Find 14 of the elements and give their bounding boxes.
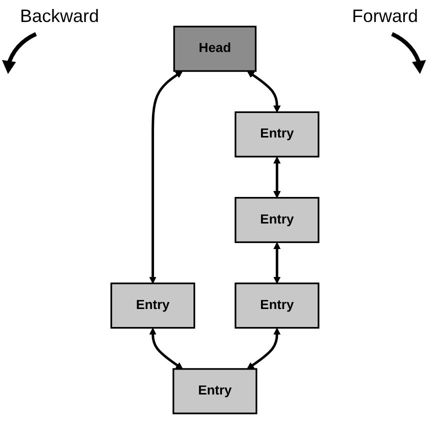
node-box: Entry: [234, 196, 320, 244]
direction-label: Backward: [20, 6, 100, 27]
node-box: Head: [173, 26, 257, 72]
arrow: [247, 70, 281, 112]
arrow: [149, 70, 183, 284]
arrow: [246, 328, 281, 370]
arrow: [273, 242, 281, 284]
arrow: [273, 156, 281, 198]
node-box: Entry: [234, 282, 320, 329]
node-box: Entry: [234, 111, 320, 158]
node-box: Entry: [110, 282, 196, 329]
arrow: [149, 328, 184, 370]
node-box: Entry: [172, 368, 258, 414]
direction-label: Forward: [352, 6, 418, 27]
